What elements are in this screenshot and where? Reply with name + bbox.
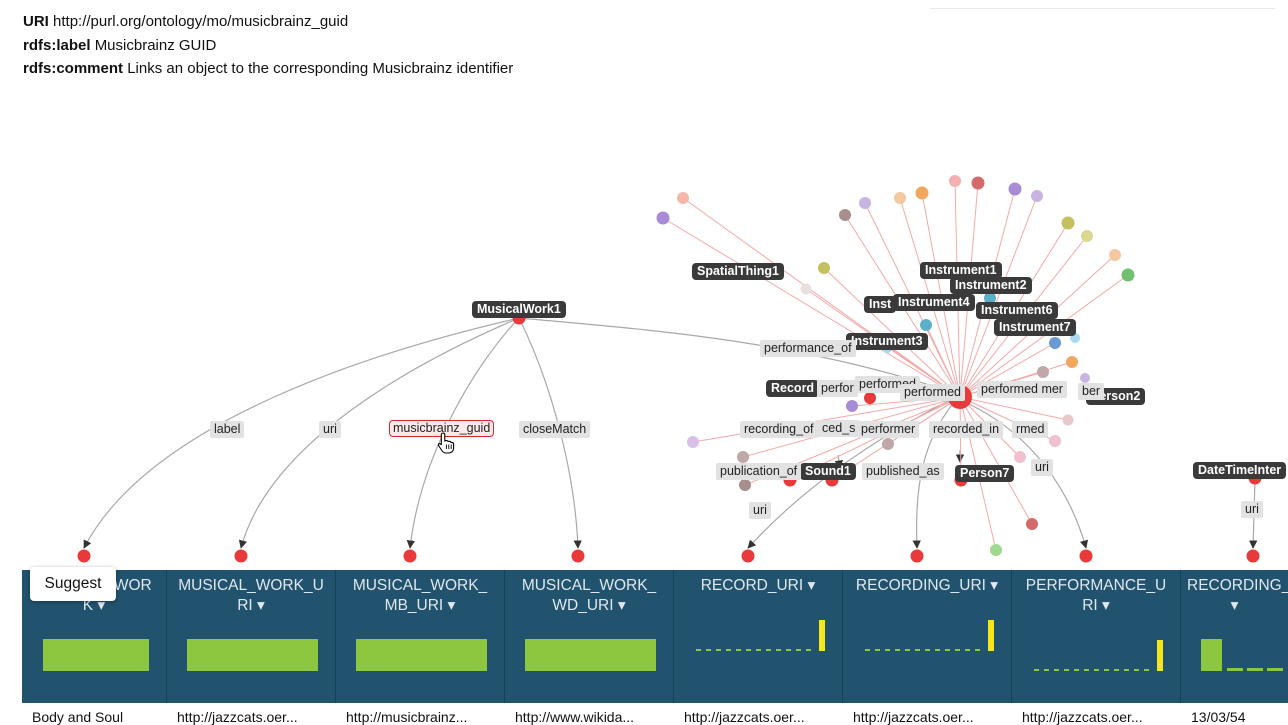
column-musical-work-mb-uri[interactable]: MUSICAL_WORK_ MB_URI ▾ http://musicbrain… [336,570,505,725]
column-header-title[interactable]: MUSICAL_WORK_ MB_URI ▾ [352,577,488,614]
edge-rmed[interactable]: rmed [1012,421,1049,438]
comment-value: Links an object to the corresponding Mus… [127,60,514,77]
table-cell[interactable]: http://musicbrainz... [346,709,468,725]
hand-pointer-icon [437,432,455,454]
table-header [22,570,1288,703]
graph-edges [83,317,1258,549]
column-histogram [43,639,149,671]
edge-closematch[interactable]: closeMatch [519,421,591,438]
uri-value[interactable]: http://purl.org/ontology/mo/musicbrainz_… [53,13,349,30]
label-row: rdfs:label Musicbrainz GUID [23,36,217,54]
edge-ber[interactable]: ber [1078,383,1105,400]
column-recording-date[interactable]: RECORDING_ ▾ 13/03/54 [1181,570,1288,725]
node-instrument1[interactable]: Instrument1 [920,262,1002,279]
edge-published-as[interactable]: published_as [862,463,944,480]
node-spatialthing1[interactable]: SpatialThing1 [692,263,784,280]
column-performance-uri[interactable]: PERFORMANCE_U RI ▾ http://jazzcats.oer..… [1012,570,1181,725]
top-divider [930,0,1275,9]
edge-recorded-in[interactable]: recorded_in [929,421,1004,438]
edge-recording-of[interactable]: recording_of [740,421,818,438]
column-histogram [1201,639,1283,671]
node-musicalwork1[interactable]: MusicalWork1 [472,301,566,318]
column-header-title[interactable]: MUSICAL_WORK_ WD_URI ▾ [521,577,657,614]
node-record[interactable]: Record [766,380,820,397]
column-histogram [865,620,994,651]
column-musical-work-wd-uri[interactable]: MUSICAL_WORK_ WD_URI ▾ http://www.wikida… [505,570,674,725]
table-cell[interactable]: http://jazzcats.oer... [853,709,974,725]
table-cell[interactable]: http://jazzcats.oer... [684,709,805,725]
edge-uri-record[interactable]: uri [749,502,771,519]
edge-ced-s[interactable]: ced_s [818,420,860,437]
edge-perfor[interactable]: perfor [817,380,858,397]
node-inst[interactable]: Inst [864,296,897,313]
table-row[interactable] [22,703,1288,725]
edge-uri[interactable]: uri [319,421,341,438]
column-histogram [525,639,656,671]
node-instrument7[interactable]: Instrument7 [994,319,1076,336]
suggest-button[interactable]: Suggest [30,567,116,601]
column-record-uri[interactable]: RECORD_URI ▾ http://jazzcats.oer... [674,570,843,725]
node-instrument4[interactable]: Instrument4 [893,294,975,311]
edge-performance-of[interactable]: performance_of [760,340,856,357]
column-recording-uri[interactable]: RECORDING_URI ▾ http://jazzcats.oer... [843,570,1012,725]
edge-uri-person[interactable]: uri [1031,459,1053,476]
property-info-panel: URI http://purl.org/ontology/mo/musicbra… [23,10,513,81]
column-histogram [356,639,487,671]
column-header-title[interactable]: RECORDING_ ▾ [1187,577,1288,614]
node-instrument2[interactable]: Instrument2 [950,277,1032,294]
edge-label[interactable]: label [210,421,245,438]
table-cell[interactable]: http://jazzcats.oer... [177,709,298,725]
edge-publication-of[interactable]: publication_of [716,463,802,480]
comment-row: rdfs:comment Links an object to the corr… [23,60,514,77]
edge-performed-member[interactable]: performed mer [977,381,1067,398]
column-header-title[interactable]: RECORDING_URI ▾ [855,577,999,594]
graph-nodes[interactable] [77,175,1262,563]
edge-musicbrainz-guid-selected[interactable]: musicbrainz_guid [389,420,495,437]
node-datetimeinterval[interactable]: DateTimeInter [1193,462,1287,479]
edge-performed-2[interactable]: performed [900,384,965,401]
semantic-graph[interactable] [0,0,1288,570]
node-instrument3[interactable]: Instrument3 [846,333,928,350]
edge-performer[interactable]: performer [857,421,920,438]
uri-row: URI http://purl.org/ontology/mo/musicbra… [23,13,349,30]
node-sound1[interactable]: Sound1 [800,463,856,480]
table-cell[interactable]: Body and Soul [32,709,124,725]
data-table: MUSICAL_WOR K ▾ Body and Soul MUSICAL_WO… [22,570,1288,725]
table-cell[interactable]: http://www.wikida... [515,709,635,725]
column-histogram [1034,640,1163,671]
column-musical-work-uri[interactable]: MUSICAL_WORK_U RI ▾ http://jazzcats.oer.… [167,570,336,725]
column-histogram [696,620,825,651]
edge-uri-datetime[interactable]: uri [1241,501,1263,518]
label-value: Musicbrainz GUID [94,36,217,54]
table-cell[interactable]: 13/03/54 [1191,709,1246,725]
column-histogram [187,639,318,671]
node-person7[interactable]: Person7 [955,465,1015,482]
column-header-title[interactable]: PERFORMANCE_U RI ▾ [1025,577,1167,614]
column-header-title[interactable]: RECORD_URI ▾ [700,577,816,594]
radial-edges [662,180,1129,551]
node-instrument6[interactable]: Instrument6 [976,302,1058,319]
table-cell[interactable]: http://jazzcats.oer... [1022,709,1143,725]
column-header-title[interactable]: MUSICAL_WORK_U RI ▾ [178,577,324,614]
